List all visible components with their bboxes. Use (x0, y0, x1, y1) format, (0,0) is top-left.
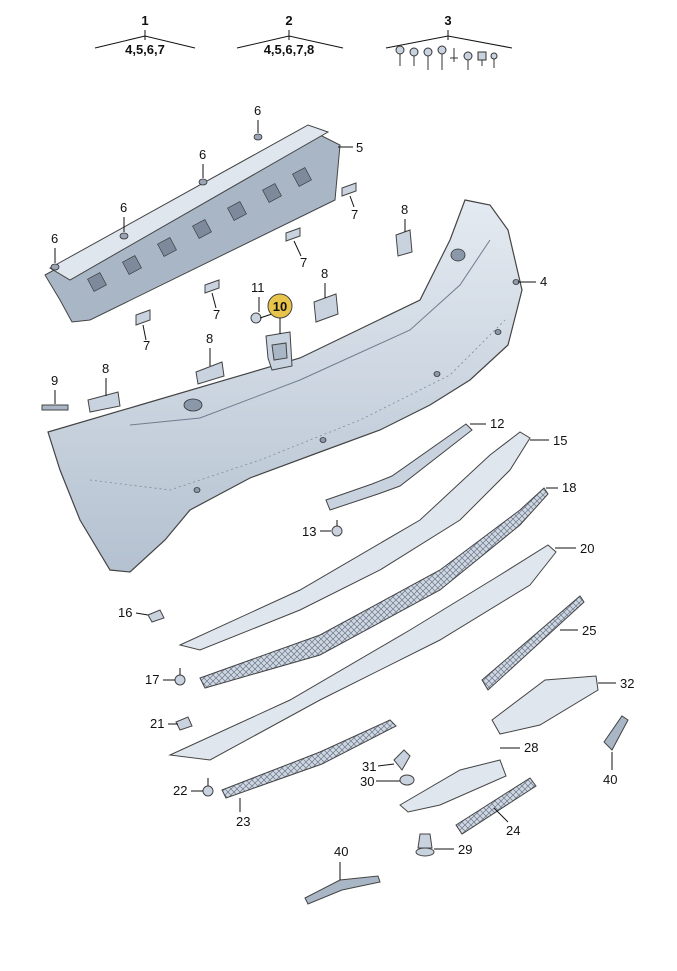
grille-23 (221, 719, 397, 799)
grille-25 (481, 595, 585, 691)
callout-11: 11 (251, 280, 265, 295)
callout-23: 23 (236, 814, 250, 829)
grommet-6 (119, 232, 129, 240)
callout-28: 28 (524, 740, 538, 755)
grommet-6 (253, 133, 263, 141)
trim-strip-12 (325, 423, 473, 511)
callout-22: 22 (173, 783, 187, 798)
clip-16 (147, 609, 165, 623)
callout-30: 30 (360, 774, 374, 789)
diffuser-20 (168, 544, 557, 761)
header-contents: 4,5,6,7,8 (264, 42, 315, 57)
callout-20: 20 (580, 541, 594, 556)
header-group-3: 3 (385, 13, 513, 70)
header-group-1: 1 4,5,6,7 (94, 13, 196, 57)
callout-32: 32 (620, 676, 634, 691)
grommet-6 (50, 263, 60, 271)
bracket-10 (265, 331, 293, 371)
callout-13: 13 (302, 524, 316, 539)
header-number: 2 (285, 13, 292, 28)
clip-7 (204, 279, 220, 294)
clip-7-group (135, 182, 357, 326)
header-contents: 4,5,6,7 (125, 42, 165, 57)
callout-16: 16 (118, 605, 132, 620)
header-number: 3 (444, 13, 451, 28)
cover-32 (491, 675, 599, 735)
bracket-8 (313, 293, 339, 323)
callout-7: 7 (300, 255, 307, 270)
grommet-6-group (50, 133, 263, 271)
screw-13 (331, 520, 343, 537)
bracket-8 (195, 361, 225, 385)
screw-22 (202, 778, 214, 797)
callout-5: 5 (356, 140, 363, 155)
callout-8: 8 (321, 266, 328, 281)
impact-carrier-5 (44, 124, 341, 323)
callout-40: 40 (334, 844, 348, 859)
callout-29: 29 (458, 842, 472, 857)
callout-6: 6 (120, 200, 127, 215)
callout-8: 8 (102, 361, 109, 376)
header-group-2: 2 4,5,6,7,8 (236, 13, 344, 57)
grille-24 (455, 777, 537, 835)
grommet-6 (198, 178, 208, 186)
callout-8: 8 (401, 202, 408, 217)
nut-30 (399, 774, 415, 786)
callout-7: 7 (143, 338, 150, 353)
callout-25: 25 (582, 623, 596, 638)
screw-11 (250, 312, 273, 324)
callout-6: 6 (254, 103, 261, 118)
bracket-8-group (87, 229, 413, 413)
fastener-icons (395, 45, 498, 70)
bracket-8 (395, 229, 413, 257)
callout-21: 21 (150, 716, 164, 731)
bracket-8 (87, 391, 121, 413)
clip-7 (341, 182, 357, 197)
clip-7 (135, 309, 151, 326)
callout-24: 24 (506, 823, 520, 838)
callout-4: 4 (540, 274, 547, 289)
clip-21 (175, 716, 193, 731)
callout-12: 12 (490, 416, 504, 431)
clip-31 (393, 749, 411, 771)
callout-7: 7 (351, 207, 358, 222)
strip-9 (41, 404, 69, 411)
plug-29 (415, 833, 435, 857)
screw-17 (174, 668, 186, 686)
reflector-40 (304, 875, 381, 905)
callout-8: 8 (206, 331, 213, 346)
callout-9: 9 (51, 373, 58, 388)
reflector-40 (603, 715, 629, 751)
header-number: 1 (141, 13, 148, 28)
clip-7 (285, 227, 301, 242)
diffuser-15 (178, 431, 531, 651)
callout-6: 6 (51, 231, 58, 246)
callout-31: 31 (362, 759, 376, 774)
callout-7: 7 (213, 307, 220, 322)
callout-6: 6 (199, 147, 206, 162)
grille-18 (199, 487, 549, 689)
callout-labels: 5 4 6 6 6 6 7 7 7 7 8 8 8 8 9 11 10 (51, 103, 634, 880)
callout-40: 40 (603, 772, 617, 787)
cover-28 (399, 759, 507, 813)
callout-18: 18 (562, 480, 576, 495)
callout-15: 15 (553, 433, 567, 448)
callout-17: 17 (145, 672, 159, 687)
callout-10: 10 (273, 299, 287, 314)
